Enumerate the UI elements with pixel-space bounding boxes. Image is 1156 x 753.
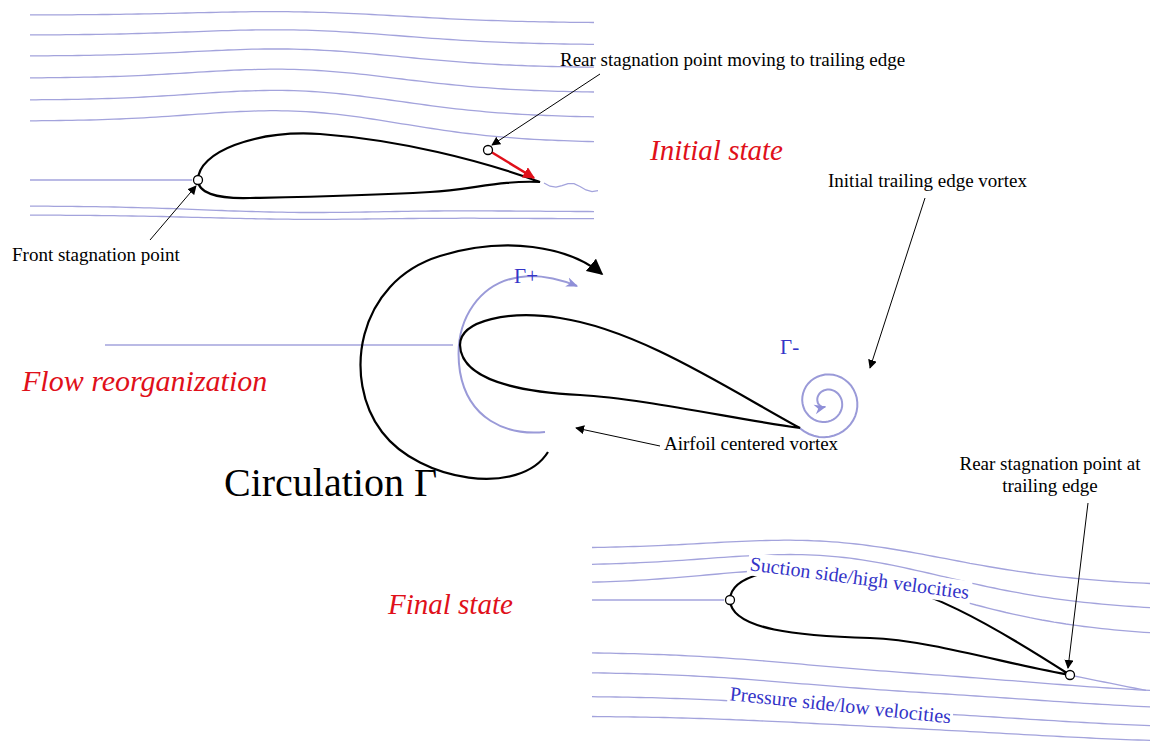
circulation-label: Circulation Γ <box>224 460 437 506</box>
airfoil <box>460 315 800 428</box>
streamline <box>30 206 594 212</box>
leader-line <box>1068 503 1088 668</box>
circulation-symbol: Γ+ <box>514 264 538 288</box>
streamline <box>592 599 724 600</box>
streamline <box>30 215 594 219</box>
stagnation-point <box>194 176 203 185</box>
streamline <box>30 69 594 92</box>
streamline <box>30 49 594 67</box>
streamline <box>30 179 192 180</box>
callout-label: Airfoil centered vortex <box>664 433 838 455</box>
leader-line <box>576 428 660 446</box>
callout-label: Rear stagnation point at trailing edge <box>950 453 1150 497</box>
leader-line <box>150 186 196 240</box>
trailing-vortex-spiral <box>800 374 858 437</box>
state-title: Final state <box>388 588 513 621</box>
streamline <box>30 12 594 23</box>
streamline <box>544 183 598 192</box>
motion-arrow <box>488 150 534 178</box>
state-title: Flow reorganization <box>22 364 267 399</box>
stagnation-point <box>726 596 735 605</box>
streamline <box>30 90 594 117</box>
streamline <box>30 30 594 45</box>
stagnation-point <box>1066 671 1075 680</box>
callout-label: Rear stagnation point moving to trailing… <box>560 49 905 71</box>
callout-label: Initial trailing edge vortex <box>828 170 1027 192</box>
state-title: Initial state <box>650 134 783 167</box>
circulation-symbol: Γ- <box>780 335 799 359</box>
streamline <box>592 653 1150 691</box>
leader-line <box>492 74 600 145</box>
leader-line <box>870 198 925 368</box>
stagnation-point <box>484 146 493 155</box>
airfoil <box>198 134 540 199</box>
streamline <box>105 344 453 345</box>
flow-side-label: Pressure side/low velocities <box>727 682 954 729</box>
callout-label: Front stagnation point <box>12 244 180 266</box>
